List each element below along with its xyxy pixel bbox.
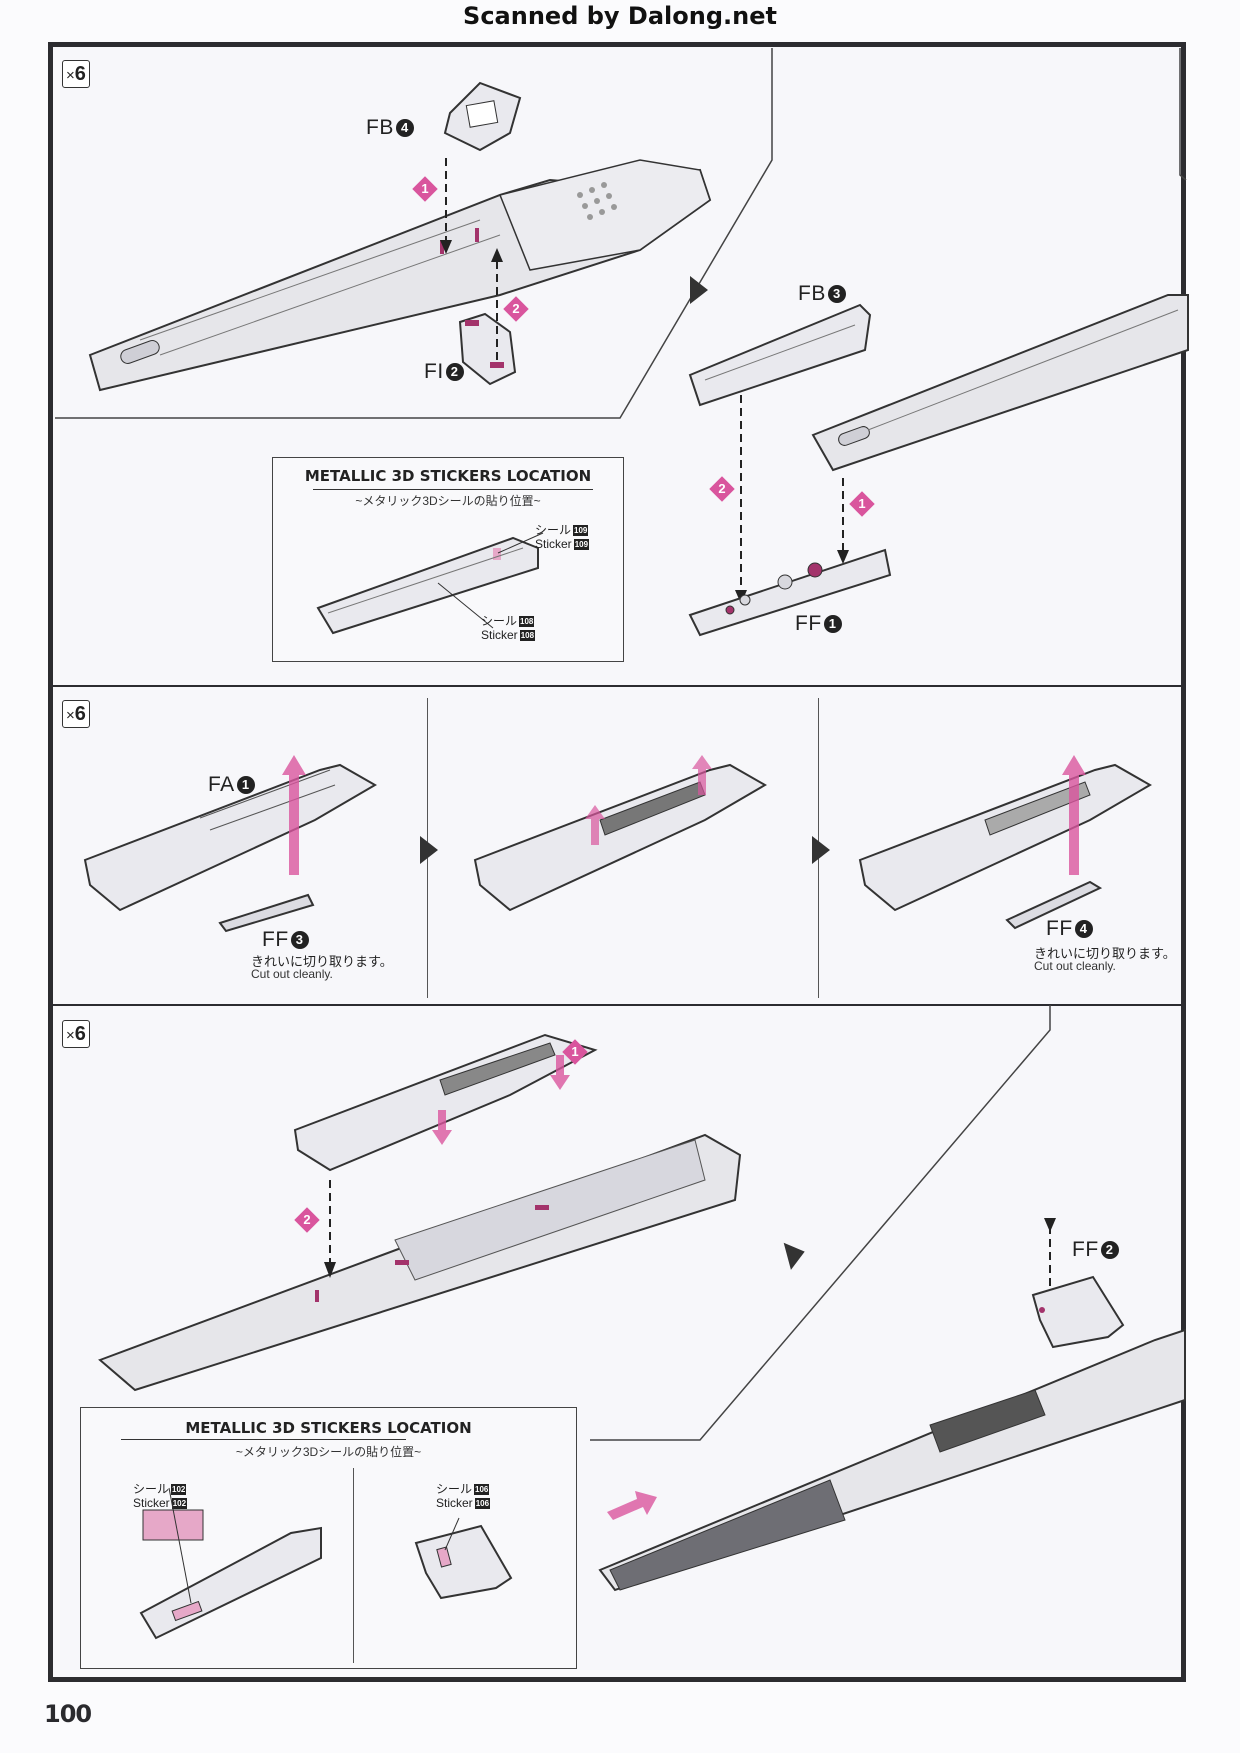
section-divider — [53, 685, 1181, 687]
part-illustration-body-4 — [598, 1328, 1186, 1592]
sticker-box-title: METALLIC 3D STICKERS LOCATION — [304, 467, 592, 485]
cut-note-en: Cut out cleanly. — [251, 967, 333, 981]
arrow-head-down — [1044, 1218, 1056, 1232]
arrow-head-down — [440, 240, 452, 254]
lift-arrow-icon — [1062, 755, 1086, 875]
arrow-head-down — [837, 550, 849, 564]
part-illustration-body-2 — [811, 294, 1189, 472]
next-step-arrow-icon — [812, 836, 830, 864]
press-arrow-icon — [550, 1055, 570, 1090]
part-illustration-body — [88, 159, 712, 392]
section-divider — [53, 1004, 1181, 1006]
title-underline — [121, 1439, 406, 1440]
part-fa1-assembled — [473, 763, 767, 912]
sticker-102-preview — [142, 1509, 204, 1541]
quantity-badge: ×6 — [62, 1020, 90, 1048]
arrow-head-down — [324, 1262, 336, 1278]
part-fb3 — [688, 303, 872, 407]
panel-divider — [590, 1005, 1051, 1441]
slide-arrow-icon — [607, 1491, 657, 1520]
part-fa1-module — [293, 1033, 598, 1172]
sticker-box-subtitle: ~メタリック3Dシールの貼り位置~ — [355, 494, 541, 508]
part-illustration-body-3 — [98, 1133, 742, 1392]
step-marker: 1 — [849, 491, 875, 517]
sticker-106-illustration — [414, 1517, 513, 1600]
step-marker: 2 — [503, 296, 529, 322]
next-step-arrow-icon — [420, 836, 438, 864]
sticker-location-box: METALLIC 3D STICKERS LOCATION ~メタリック3Dシー… — [272, 457, 624, 662]
sticker-106-placement — [436, 1546, 452, 1568]
page-number: 100 — [44, 1700, 92, 1728]
lift-arrow-icon — [692, 755, 712, 795]
part-fa1 — [83, 763, 377, 912]
step-marker: 2 — [709, 476, 735, 502]
part-ff2 — [1031, 1275, 1125, 1349]
next-step-arrow-icon — [690, 276, 708, 304]
quantity-badge: ×6 — [62, 60, 90, 88]
cut-note-jp: きれいに切り取ります。 — [1034, 946, 1176, 961]
title-underline — [313, 489, 593, 490]
arrow-head-up — [491, 248, 503, 262]
part-ff1 — [688, 548, 892, 637]
sticker-part-illustration — [316, 532, 544, 635]
lift-arrow-icon — [282, 755, 306, 875]
sticker-box-subtitle: ~メタリック3Dシールの貼り位置~ — [235, 1445, 422, 1459]
panel-divider-line-right — [1179, 48, 1187, 181]
cut-note-jp: きれいに切り取ります。 — [251, 954, 393, 969]
sticker-102-illustration — [139, 1487, 322, 1640]
cut-note-en: Cut out cleanly. — [1034, 959, 1116, 973]
sticker-102-placement — [171, 1600, 203, 1622]
part-ff3 — [218, 893, 315, 933]
sticker-location-box: METALLIC 3D STICKERS LOCATION ~メタリック3Dシー… — [80, 1407, 577, 1669]
quantity-badge: ×6 — [62, 700, 90, 728]
part-fi2 — [458, 312, 517, 386]
step-marker: 2 — [294, 1207, 320, 1233]
step-marker: 1 — [412, 176, 438, 202]
panel-divider — [353, 1468, 354, 1663]
lift-arrow-icon — [585, 805, 605, 845]
panel-divider-line — [590, 1005, 1051, 1441]
press-arrow-icon — [432, 1110, 452, 1145]
scan-watermark: Scanned by Dalong.net — [463, 2, 777, 30]
part-fb4 — [443, 81, 522, 152]
sticker-box-title: METALLIC 3D STICKERS LOCATION — [185, 1419, 472, 1437]
part-ff4 — [1005, 880, 1103, 930]
step-marker: 1 — [562, 1039, 588, 1065]
